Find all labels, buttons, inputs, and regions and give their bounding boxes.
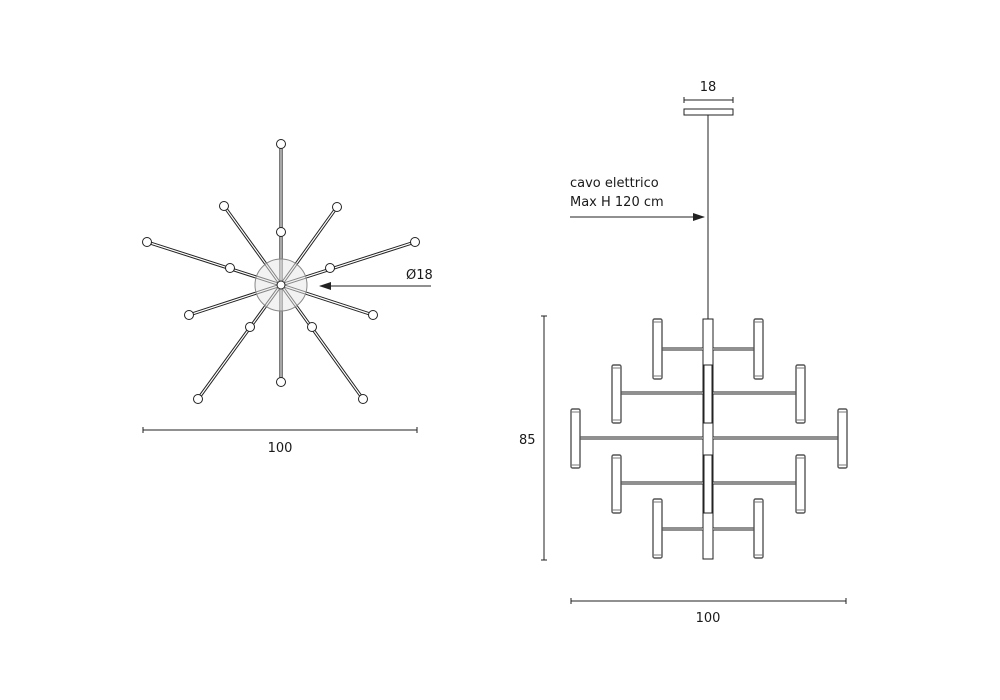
light-bar bbox=[652, 498, 663, 559]
light-bar bbox=[570, 408, 581, 469]
bulb bbox=[307, 322, 317, 332]
bulb bbox=[142, 237, 152, 247]
light-bar bbox=[795, 364, 806, 424]
bulb bbox=[368, 310, 378, 320]
bulb bbox=[219, 201, 229, 211]
bulb bbox=[358, 394, 368, 404]
bulb bbox=[276, 377, 286, 387]
side-width-label: 100 bbox=[696, 611, 721, 626]
bulb bbox=[332, 202, 342, 212]
top-view bbox=[142, 139, 420, 404]
bulb bbox=[276, 227, 286, 237]
bulb bbox=[245, 322, 255, 332]
cable-label-line2: Max H 120 cm bbox=[570, 195, 664, 210]
bulb bbox=[410, 237, 420, 247]
light-bar bbox=[652, 318, 663, 380]
canopy-label: 18 bbox=[700, 80, 717, 95]
cable-label-line1: cavo elettrico bbox=[570, 176, 659, 191]
bulb bbox=[276, 139, 286, 149]
bulb bbox=[225, 263, 235, 273]
bulb bbox=[325, 263, 335, 273]
side-view bbox=[541, 97, 848, 604]
light-bar bbox=[611, 364, 622, 424]
height-label: 85 bbox=[519, 433, 536, 448]
top-width-label: 100 bbox=[268, 441, 293, 456]
bulb bbox=[184, 310, 194, 320]
bulb bbox=[193, 394, 203, 404]
ceiling-canopy bbox=[683, 108, 734, 116]
central-column bbox=[702, 318, 714, 560]
light-bar bbox=[795, 454, 806, 514]
diameter-label: Ø18 bbox=[406, 268, 433, 283]
light-bar bbox=[837, 408, 848, 469]
light-bar bbox=[753, 318, 764, 380]
light-bar bbox=[611, 454, 622, 514]
light-bar bbox=[753, 498, 764, 559]
